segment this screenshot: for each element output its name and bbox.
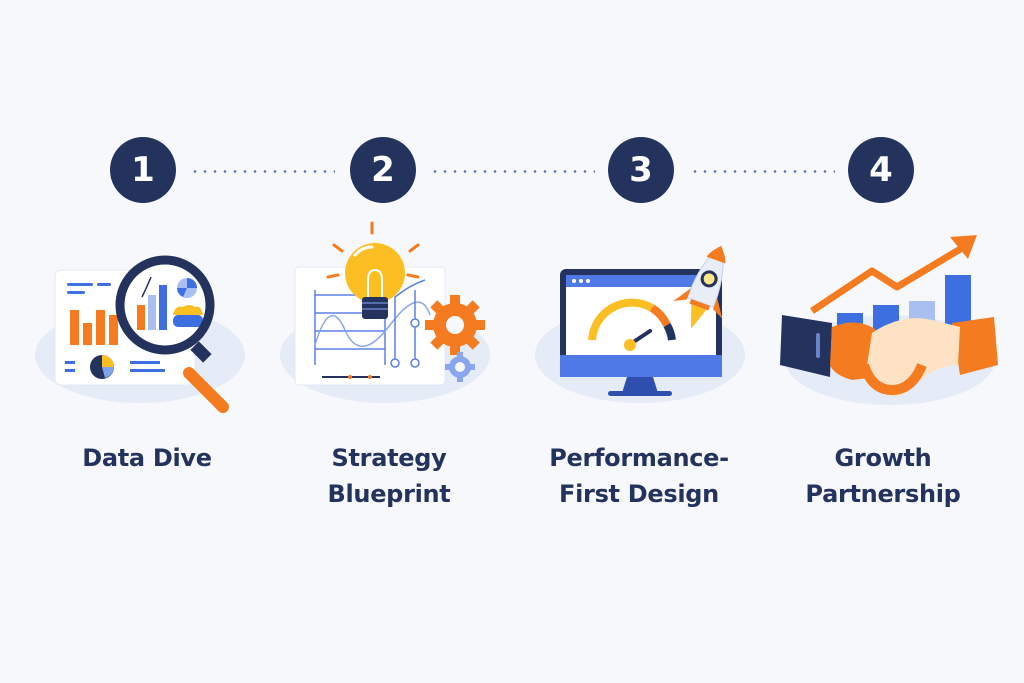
magnifier-analytics-icon [35,255,245,413]
step-2-badge: 2 [350,137,416,203]
monitor-gauge-rocket-icon [535,245,745,403]
step-1-badge: 1 [110,137,176,203]
dotted-connector [690,170,835,173]
step-3-title: Performance- First Design [529,440,749,512]
handshake-growth-icon [780,235,998,405]
step-number: 3 [629,150,653,190]
step-title-line: Blueprint [327,480,451,508]
step-2-title: Strategy Blueprint [279,440,499,512]
dotted-connector [190,170,335,173]
step-4-badge: 4 [848,137,914,203]
step-title-line: Performance- [549,444,729,472]
step-3-badge: 3 [608,137,674,203]
step-number: 1 [131,150,155,190]
step-title-line: First Design [559,480,719,508]
step-number: 4 [869,150,893,190]
step-title-line: Strategy [331,444,447,472]
lightbulb-blueprint-icon [280,221,490,403]
dotted-connector [430,170,595,173]
step-title-line: Growth [834,444,932,472]
step-1-title: Data Dive [37,440,257,476]
step-4-title: Growth Partnership [773,440,993,512]
step-title-line: Partnership [805,480,961,508]
step-title-text: Data Dive [82,444,212,472]
step-number: 2 [371,150,395,190]
